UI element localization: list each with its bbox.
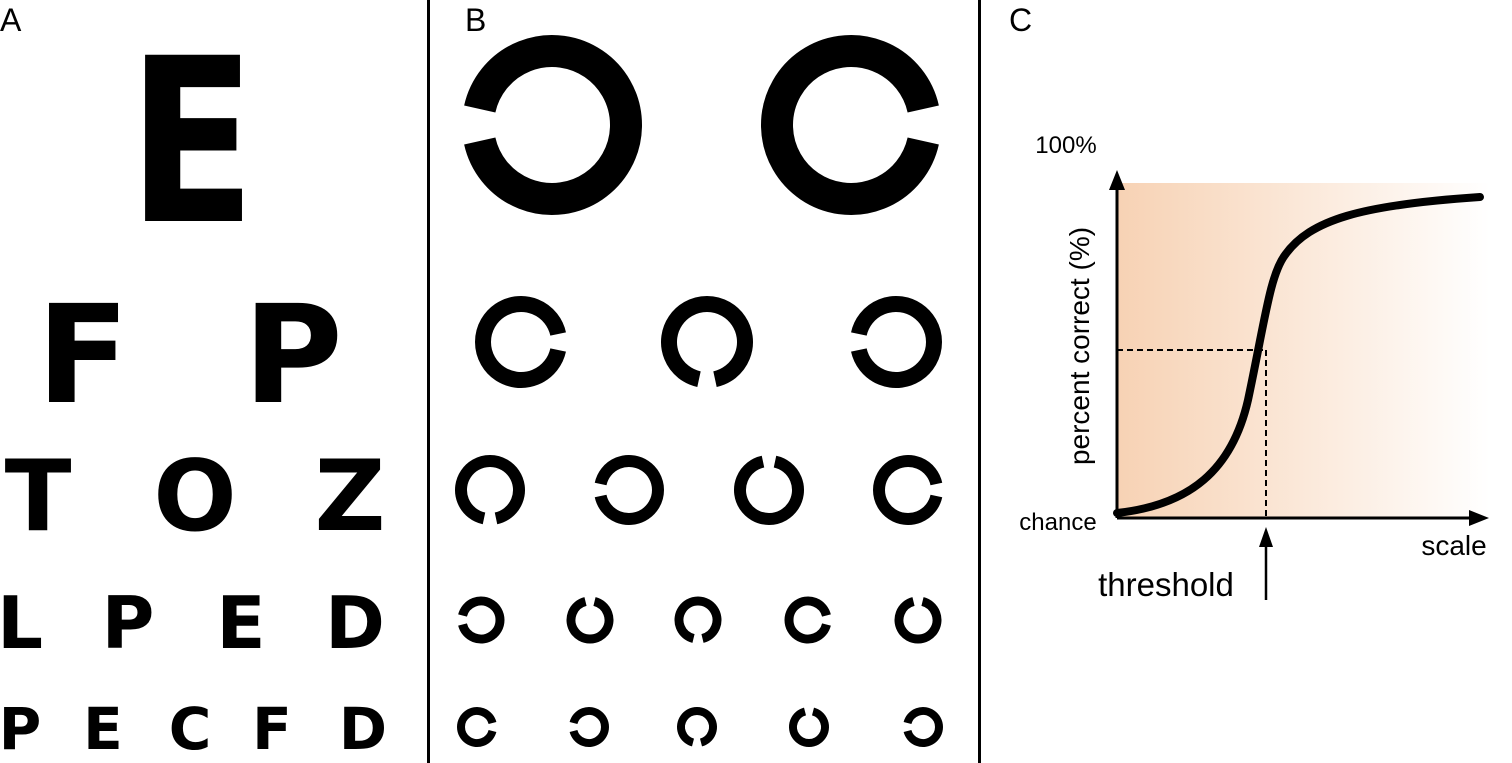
threshold-label: threshold [1098,566,1234,603]
psychometric-graph: 100% chance scale threshold percent corr… [1019,132,1490,603]
threshold-arrow-head [1259,527,1273,547]
x-axis-arrowhead [1469,510,1489,526]
snellen-letter: D [325,581,385,665]
landolt-ring-left-gap [464,35,642,215]
landolt-ring-up-gap [894,597,942,644]
landolt-ring-right-gap [784,596,831,644]
panel-label-b: B [465,2,487,38]
snellen-letter: T [4,440,72,554]
snellen-letter: E [216,581,266,665]
landolt-ring-up-gap [789,707,829,747]
y-axis-arrowhead [1109,170,1125,190]
psychometric-curve [1113,193,1484,517]
snellen-letter: F [36,277,130,435]
snellen-letter: L [0,581,43,665]
landolt-ring-right-gap [761,35,939,215]
panel-divider-right [978,0,981,763]
landolt-ring-down-gap [661,296,753,387]
panel-divider-left [427,0,430,763]
landolt-ring-down-gap [674,596,722,643]
landolt-ring-right-gap [873,455,943,525]
y-axis-label: percent correct (%) [1064,227,1095,465]
landolt-ring-down-gap [677,707,717,747]
snellen-letter: P [101,581,155,665]
landolt-ring-left-gap [594,455,664,525]
snellen-letter: O [153,440,237,554]
landolt-ring-left-gap [903,707,943,747]
landolt-chart-panel: B [430,0,978,763]
psychometric-function-panel: C 100% chance scale threshold percent co… [980,0,1512,763]
snellen-letter: D [338,695,388,763]
snellen-letter: F [252,695,292,763]
landolt-rings [455,35,943,747]
snellen-letter: C [168,695,212,763]
y-bottom-label: chance [1019,509,1096,536]
landolt-ring-up-gap [566,597,614,644]
x-axis-label: scale [1421,530,1486,561]
landolt-ring-left-gap [851,296,942,388]
panel-label-c: C [1009,2,1033,38]
landolt-ring-left-gap [458,596,505,644]
landolt-ring-down-gap [455,455,525,525]
snellen-letter: P [243,277,343,435]
landolt-ring-right-gap [457,707,497,747]
landolt-ring-up-gap [734,455,804,525]
panel-label-a: A [0,2,22,38]
snellen-letter: P [0,695,42,763]
landolt-ring-left-gap [569,707,609,747]
snellen-letter: Z [314,440,386,554]
snellen-letter: E [83,695,123,763]
y-top-label: 100% [1035,132,1096,159]
landolt-ring-right-gap [475,296,566,388]
snellen-letter: E [128,9,256,275]
